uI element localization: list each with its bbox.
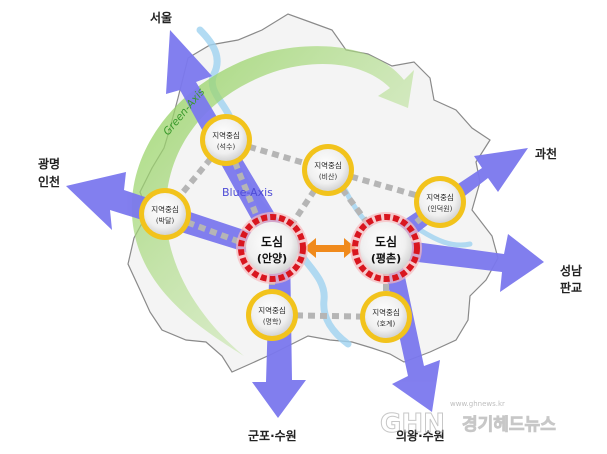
center-title: 지역중심 [426,192,454,202]
destination-gwacheon: 과천 [535,146,557,161]
watermark-name: 경기헤드뉴스 [462,415,556,435]
regional-center-hogye: 지역중심 (호계) [360,291,412,343]
center-sub: (박달) [156,216,175,225]
downtown-title: 도심 [375,234,397,249]
destination-gwangmyeong: 광명 [38,156,60,171]
downtown-sub: (안양) [257,251,287,265]
watermark-logo: GHN [380,409,445,439]
center-sub: (석수) [217,142,236,151]
center-sub: (호계) [377,319,396,328]
destination-seoul: 서울 [150,10,172,25]
downtown-anyang: 도심 (안양) [236,212,308,284]
blue-axis-label: Blue-Axis [222,186,273,199]
destination-gunpo-suwon: 군포·수원 [248,429,297,443]
center-title: 지역중심 [314,160,342,170]
center-title: 지역중심 [212,130,240,140]
center-title: 지역중심 [258,305,286,315]
center-title: 지역중심 [151,204,179,214]
center-sub: (명학) [263,317,282,326]
downtown-title: 도심 [261,234,283,249]
destination-incheon: 인천 [38,174,60,189]
downtown-pyeongchon: 도심 (평촌) [350,212,422,284]
watermark: GHN 경기헤드뉴스 www.ghnews.kr [380,400,557,440]
regional-center-seoksu: 지역중심 (석수) [200,114,252,166]
center-sub: (인덕원) [428,204,453,213]
center-sub: (비산) [319,172,338,181]
regional-center-bisan: 지역중심 (비산) [302,144,354,196]
destination-uiwang-suwon: 의왕·수원 [396,428,445,443]
destination-pangyo: 판교 [560,280,582,295]
green-axis-arc [131,46,414,356]
regional-center-indeogwon: 지역중심 (인덕원) [414,176,466,228]
regional-center-myeonghak: 지역중심 (명학) [246,289,298,341]
regional-center-bakdal: 지역중심 (박달) [139,188,191,240]
center-title: 지역중심 [372,307,400,317]
downtown-sub: (평촌) [371,251,401,265]
destination-seongnam: 성남 [560,263,582,278]
watermark-url: www.ghnews.kr [450,400,505,408]
